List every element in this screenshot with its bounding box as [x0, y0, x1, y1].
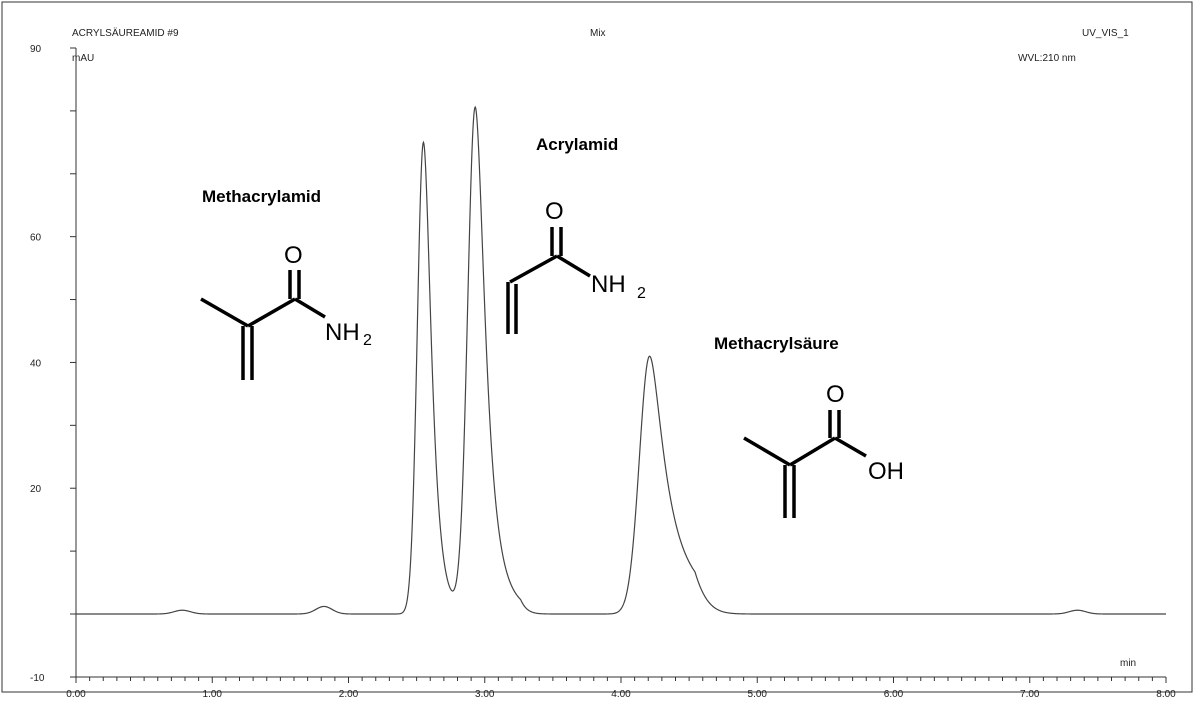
methacrylsaeure-structure: O OH: [743, 381, 904, 518]
wavelength-label: WVL:210 nm: [1018, 53, 1076, 64]
x-tick-label: 2.00: [339, 689, 359, 700]
methacrylamid-structure: O NH 2: [200, 242, 372, 380]
chart-axes: -10 20 40 60 90 0.00 1.00 2.00 3.00 4.00 5.00 6.00 7…: [30, 44, 1176, 700]
x-tick-label: 6.00: [884, 689, 904, 700]
chromatogram-trace: [76, 105, 1166, 615]
methacrylamid-oxygen: O: [284, 242, 303, 269]
methacrylamid-label: Methacrylamid: [202, 187, 321, 206]
x-tick-label: 0.00: [66, 689, 86, 700]
y-tick-label: 40: [30, 358, 42, 369]
y-tick-label: 20: [30, 484, 42, 495]
acrylamid-label: Acrylamid: [536, 135, 618, 154]
x-tick-label: 5.00: [748, 689, 768, 700]
channel-label: UV_VIS_1: [1082, 28, 1129, 39]
x-axis-unit: min: [1120, 658, 1136, 669]
x-tick-label: 8.00: [1156, 689, 1176, 700]
acrylamid-oxygen: O: [545, 198, 564, 225]
methacrylamid-annotation: Methacrylamid O NH 2: [200, 187, 372, 380]
mix-label: Mix: [590, 28, 606, 39]
methacrylamid-amine: NH: [325, 319, 360, 346]
x-tick-label: 1.00: [203, 689, 223, 700]
methacrylsaeure-annotation: Methacrylsäure O OH: [714, 334, 904, 518]
methacrylsaeure-oxygen: O: [826, 381, 845, 408]
y-tick-label: -10: [30, 673, 45, 684]
y-tick-label: 90: [30, 44, 42, 55]
x-tick-label: 7.00: [1020, 689, 1040, 700]
acrylamid-annotation: Acrylamid O NH 2: [506, 135, 646, 334]
methacrylamid-amine-sub: 2: [363, 332, 372, 349]
acrylamid-amine-sub: 2: [637, 285, 646, 302]
acrylamid-amine: NH: [591, 271, 626, 298]
sample-name: ACRYLSÄUREAMID #9: [72, 27, 179, 39]
outer-border: [1, 1, 1193, 693]
acrylamid-structure: O NH 2: [506, 198, 646, 334]
methacrylsaeure-label: Methacrylsäure: [714, 334, 839, 353]
x-tick-label: 3.00: [475, 689, 495, 700]
y-tick-label: 60: [30, 233, 42, 244]
y-axis-unit: mAU: [72, 53, 94, 64]
x-tick-label: 4.00: [611, 689, 631, 700]
methacrylsaeure-hydroxyl: OH: [868, 458, 904, 485]
